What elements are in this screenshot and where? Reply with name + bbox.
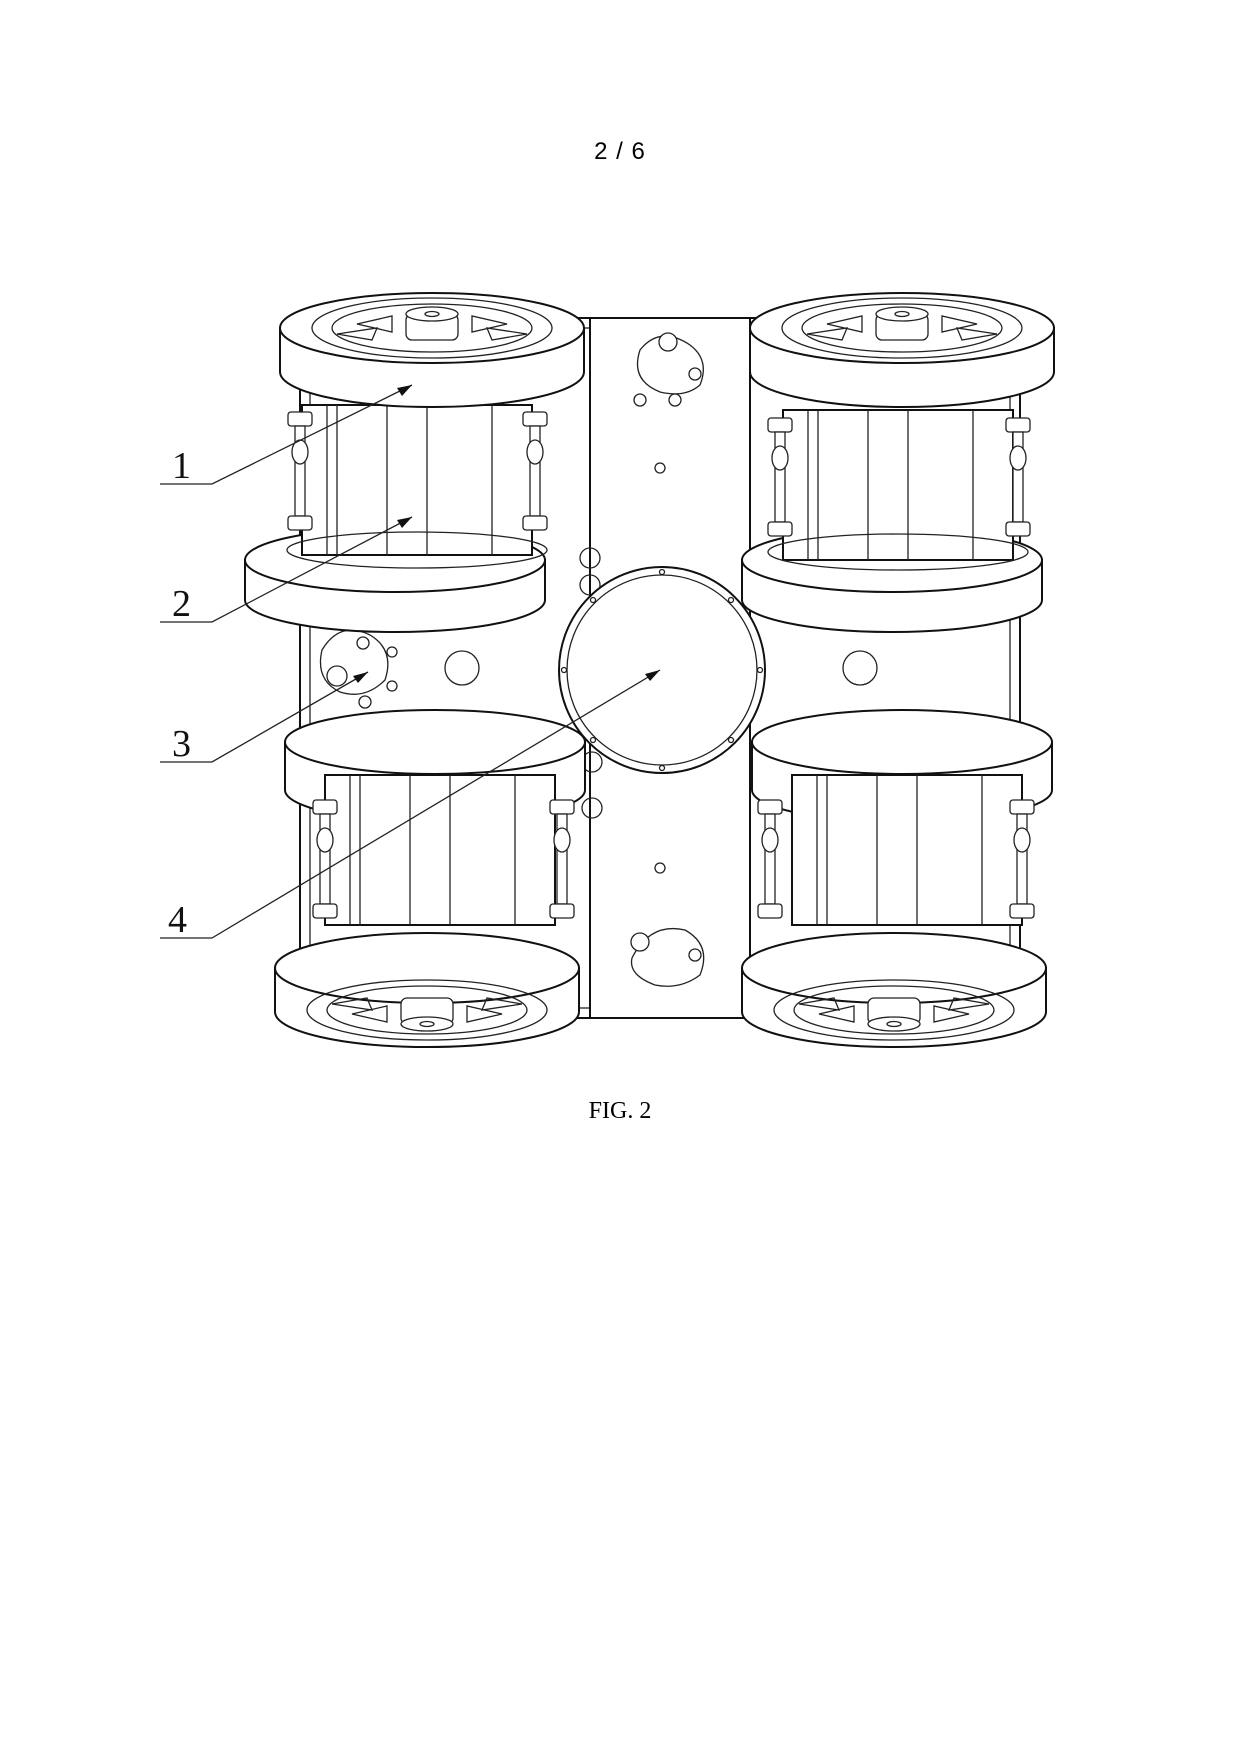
wheel-assembly-bottom-left [274,709,586,1048]
central-plate [558,566,766,774]
caster-bracket-bottom [630,927,705,987]
reference-label-4: 4 [168,899,187,941]
caster-bracket-3 [319,629,389,695]
wheel-assembly-top-right [741,292,1055,633]
wheel-assembly-top-left [244,292,585,633]
wheel-assembly-bottom-right [741,709,1053,1048]
leader-lines [160,384,661,939]
reference-label-3: 3 [172,723,191,765]
chassis-holes [358,393,878,874]
page-number: 2 / 6 [594,138,646,165]
reference-label-1: 1 [172,445,191,487]
reference-label-2: 2 [172,583,191,625]
figure-caption: FIG. 2 [588,1098,652,1124]
caster-bracket-top [636,332,704,395]
